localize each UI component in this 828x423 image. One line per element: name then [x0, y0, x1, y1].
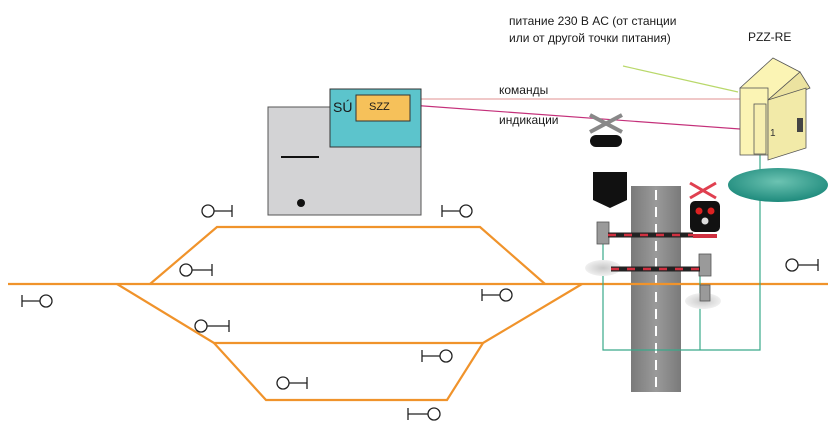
track-siding-upper: [149, 225, 546, 285]
road: [631, 186, 681, 392]
field-cables: [602, 150, 761, 351]
signal-icon: [441, 204, 473, 218]
pzz-re-label: PZZ-RE: [748, 30, 792, 44]
signal-board-icon: [593, 172, 627, 208]
barrier-gate-upper: [585, 221, 693, 276]
track-siding-lower: [213, 342, 484, 402]
szz-box: [355, 94, 411, 122]
signals: [21, 204, 819, 421]
power-supply-label-line2: или от другой точки питания): [509, 31, 671, 45]
signal-icon: [194, 319, 230, 333]
cross-sign-icon: [589, 113, 623, 147]
ground-pad: [728, 168, 828, 202]
szz-label: SZZ: [369, 101, 390, 113]
svg-text:1: 1: [770, 128, 776, 139]
track-layout: [8, 225, 828, 402]
signal-icon: [407, 407, 441, 421]
barrier-gate-lower: [611, 253, 721, 309]
signal-icon: [21, 294, 53, 308]
su-label: SÚ: [333, 99, 353, 115]
crossing-signal-icon: [689, 181, 720, 238]
power-supply-label-line1: питание 230 В AC (от станции: [509, 14, 677, 28]
indications-label: индикации: [499, 113, 559, 127]
signal-icon: [785, 258, 819, 272]
station-building: [267, 88, 422, 216]
indications-line: [409, 104, 741, 130]
signal-icon: [481, 288, 513, 302]
commands-label: команды: [499, 83, 549, 97]
relay-house-pzz-re: 1: [728, 57, 828, 202]
signal-icon: [421, 349, 453, 363]
signal-icon: [276, 376, 308, 390]
signal-icon: [201, 204, 233, 218]
power-feed-line: [622, 65, 739, 93]
signal-icon: [179, 263, 213, 277]
track-siding-middle: [116, 283, 583, 345]
